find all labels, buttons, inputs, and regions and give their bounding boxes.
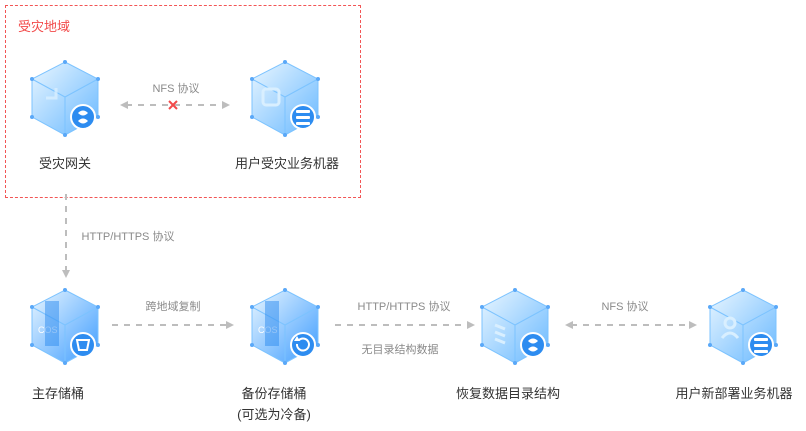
node-label-primary: 主存储桶 — [31, 386, 85, 401]
region-title: 受灾地域 — [18, 19, 71, 34]
recover-dir-icon — [470, 283, 560, 373]
node-label-user-disaster: 用户受灾业务机器 — [234, 156, 340, 171]
edge-label-no-dir: 无目录结构数据 — [361, 344, 439, 356]
cross-region-arrow — [112, 321, 234, 329]
node-label-recover: 恢复数据目录结构 — [455, 386, 561, 401]
http-bottom-arrow — [335, 321, 475, 329]
gateway-cube-icon — [20, 55, 110, 145]
nfs-arrow-bottom — [565, 321, 697, 329]
edge-label-nfs-top: NFS 协议 — [152, 83, 200, 95]
nfs-arrow-top — [120, 100, 230, 110]
edge-label-http-vertical: HTTP/HTTPS 协议 — [81, 231, 175, 243]
server-cube-icon — [240, 55, 330, 145]
edge-label-cross-region: 跨地域复制 — [145, 301, 201, 313]
node-label-backup-note: (可选为冷备) — [237, 407, 311, 422]
disaster-region — [5, 5, 361, 198]
edge-label-nfs-bottom: NFS 协议 — [601, 301, 649, 313]
node-label-gateway: 受灾网关 — [38, 156, 92, 171]
user-server-icon — [698, 283, 788, 373]
primary-bucket-icon: COS — [20, 283, 110, 373]
backup-bucket-icon: COS — [240, 283, 330, 373]
x-icon — [168, 100, 178, 110]
edge-label-http-bottom: HTTP/HTTPS 协议 — [357, 301, 451, 313]
node-label-user-new: 用户新部署业务机器 — [675, 386, 793, 401]
http-vertical-arrow — [62, 194, 70, 278]
node-label-backup: 备份存储桶 — [241, 386, 307, 401]
